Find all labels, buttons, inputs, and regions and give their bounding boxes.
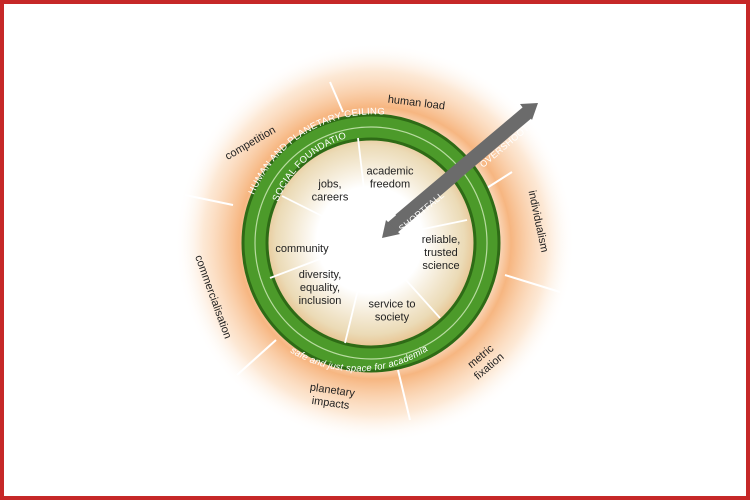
label-line: reliable, xyxy=(422,234,461,246)
label-line: society xyxy=(375,312,410,324)
label-line: academic xyxy=(366,166,414,178)
inner-segment-label: community xyxy=(275,243,329,255)
label-line: service to xyxy=(368,299,415,311)
label-line: science xyxy=(422,260,459,272)
label-line: freedom xyxy=(370,179,410,191)
label-line: equality, xyxy=(300,282,340,294)
label-line: trusted xyxy=(424,247,458,259)
inner-segment-label: diversity,equality,inclusion xyxy=(299,269,342,307)
label-line: careers xyxy=(312,192,349,204)
label-line: diversity, xyxy=(299,269,342,281)
label-line: community xyxy=(275,243,329,255)
label-line: jobs, xyxy=(317,179,341,191)
inner-space xyxy=(265,137,477,349)
label-line: impacts xyxy=(311,395,351,412)
label-line: inclusion xyxy=(299,295,342,307)
outer-segment-label: planetaryimpacts xyxy=(307,382,356,413)
inner-segment-label: jobs,careers xyxy=(312,179,349,204)
